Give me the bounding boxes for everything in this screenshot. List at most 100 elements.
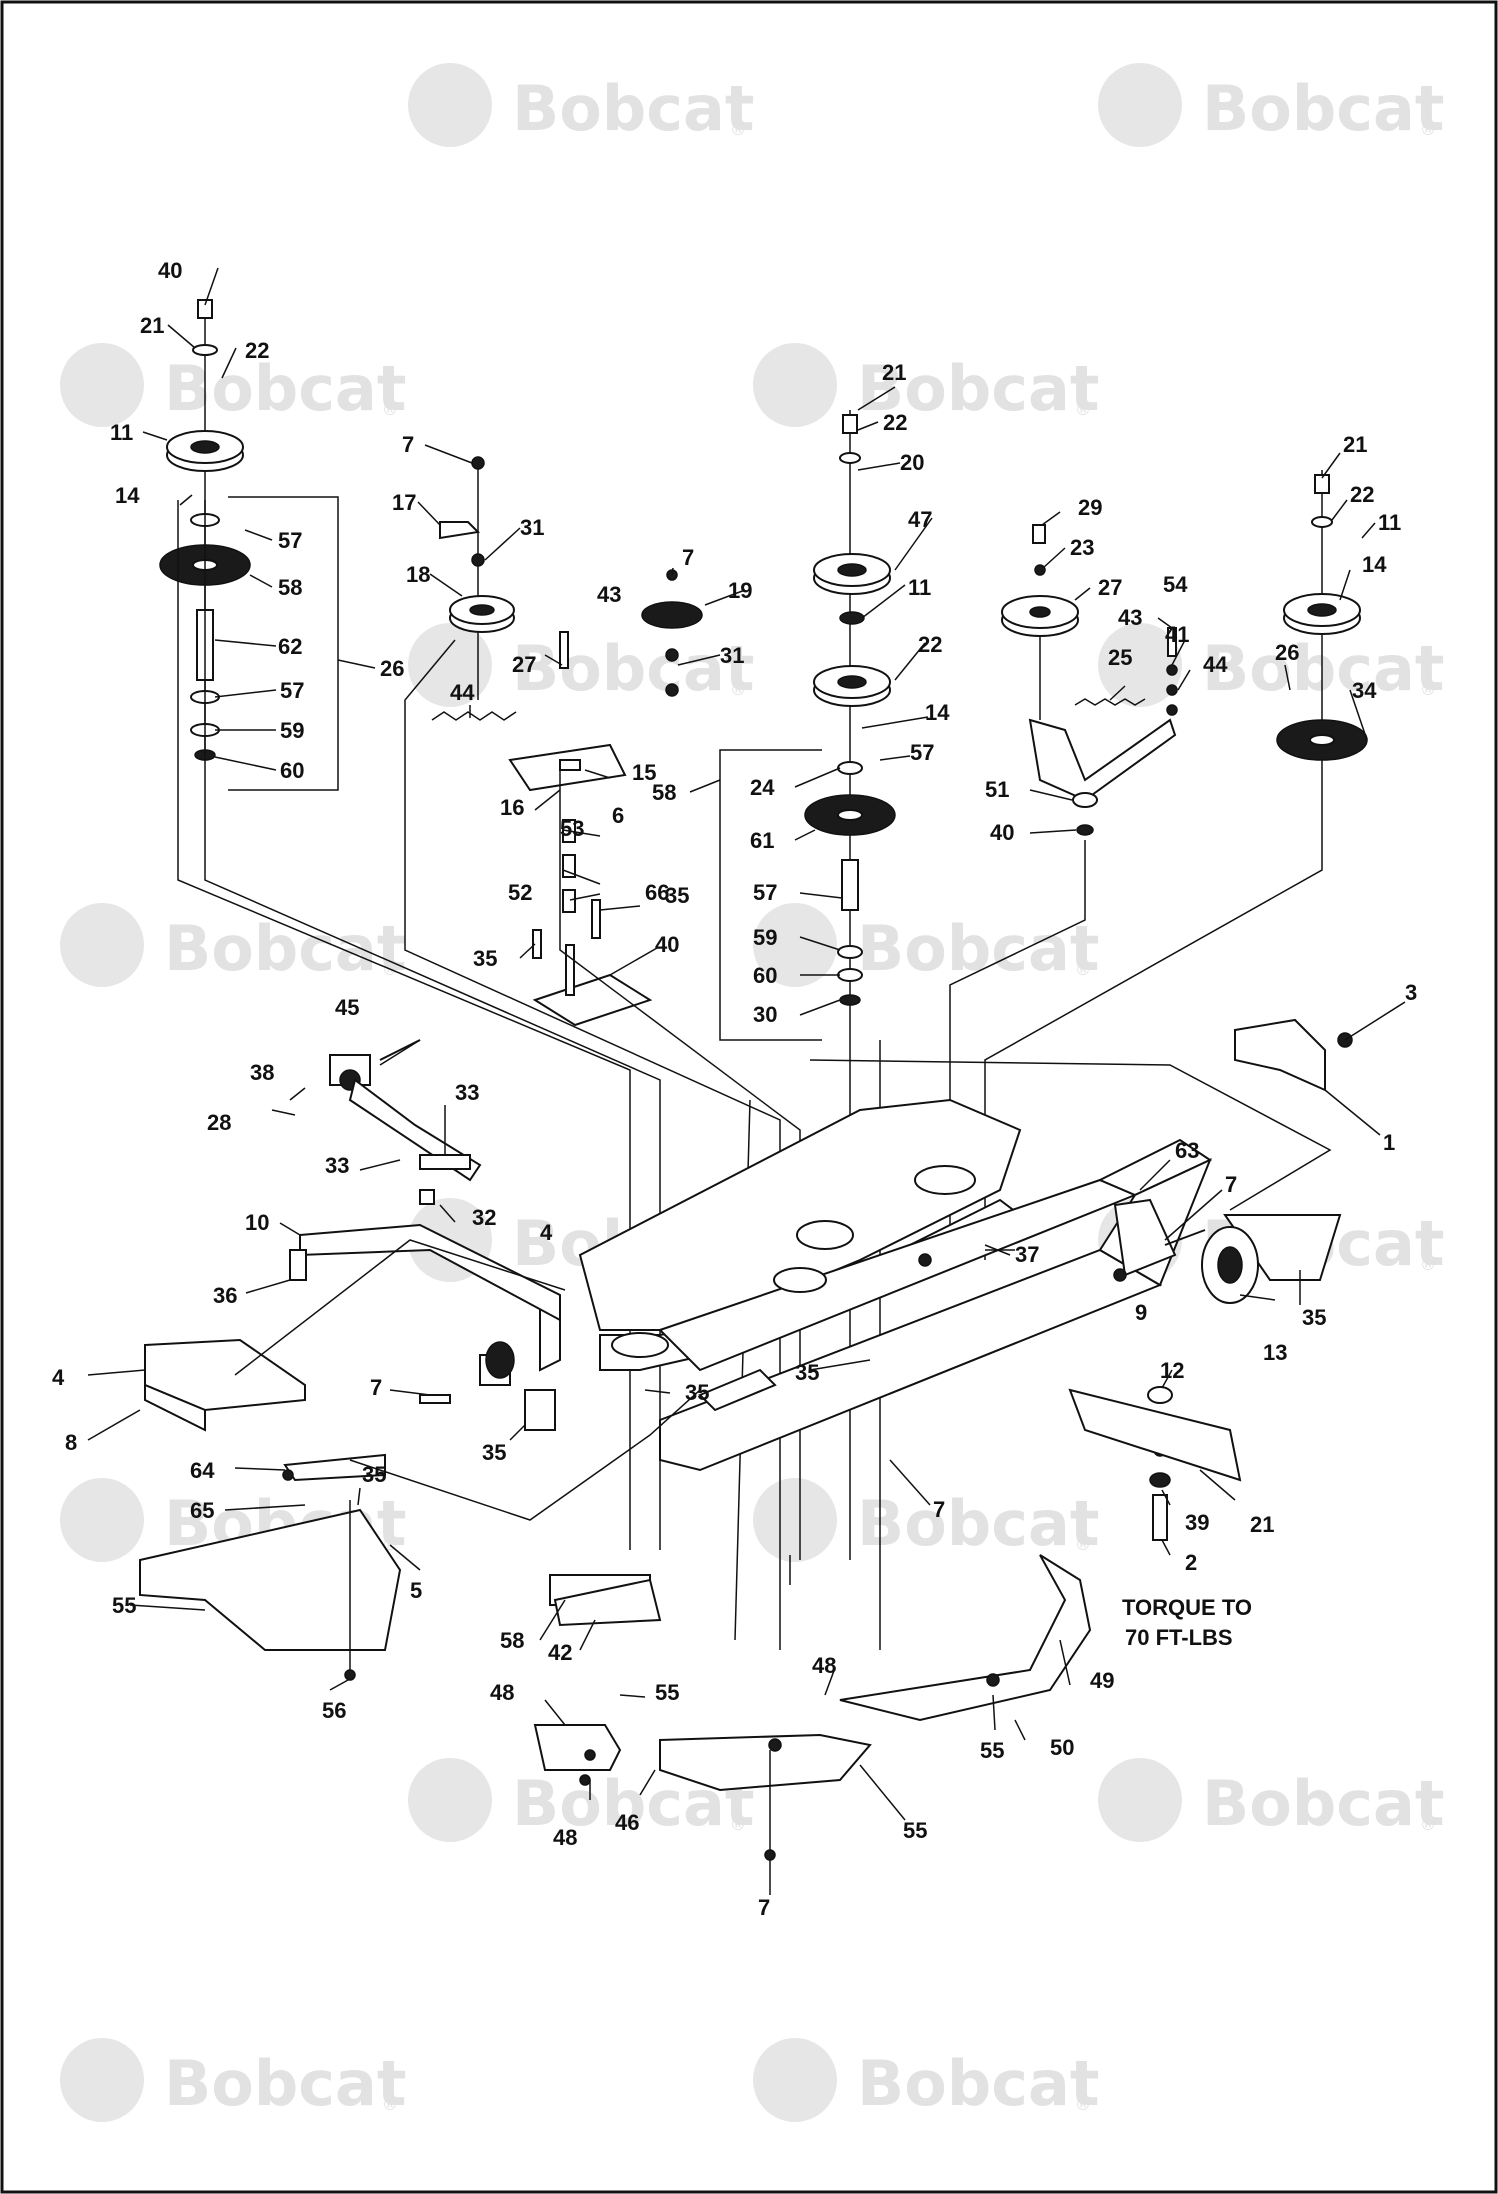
callout-label: 11 xyxy=(1378,510,1401,535)
callout-label: 48 xyxy=(812,1653,836,1678)
callout-label: 35 xyxy=(665,883,689,908)
callout-label: 7 xyxy=(933,1497,945,1522)
watermark: Bobcat® xyxy=(60,2038,406,2122)
callout-label: 63 xyxy=(1175,1138,1199,1163)
callout-label: 40 xyxy=(158,258,182,283)
callout-label: 53 xyxy=(560,816,584,841)
svg-text:®: ® xyxy=(1420,680,1436,699)
callout-label: 33 xyxy=(325,1153,349,1178)
callout-label: 22 xyxy=(1350,482,1374,507)
callout-label: 21 xyxy=(882,360,906,385)
callout-label: 35 xyxy=(1302,1305,1326,1330)
svg-text:Bobcat: Bobcat xyxy=(512,72,754,145)
callout-label: 14 xyxy=(925,700,950,725)
callout-label: 35 xyxy=(685,1380,709,1405)
callout-label: 60 xyxy=(753,963,777,988)
callout-label: 62 xyxy=(278,634,302,659)
callout-label: 20 xyxy=(900,450,924,475)
callout-label: 57 xyxy=(280,678,304,703)
svg-text:Bobcat: Bobcat xyxy=(164,352,406,425)
callout-label: 50 xyxy=(1050,1735,1074,1760)
callout-label: 34 xyxy=(1352,678,1377,703)
callout-label: 26 xyxy=(380,656,404,681)
callout-label: 6 xyxy=(612,803,624,828)
torque-note: TORQUE TO 70 FT-LBS xyxy=(1122,1595,1252,1650)
callout-label: 14 xyxy=(115,483,140,508)
callout-label: 30 xyxy=(753,1002,777,1027)
callout-label: 44 xyxy=(450,680,475,705)
right-deck-parts xyxy=(1068,1018,1353,1541)
callout-label: 55 xyxy=(655,1680,679,1705)
svg-text:Bobcat: Bobcat xyxy=(857,1487,1099,1560)
leader-lines xyxy=(87,267,1406,1895)
callout-label: 44 xyxy=(1203,652,1228,677)
callout-label: 3 xyxy=(1405,980,1417,1005)
callout-label: 37 xyxy=(1015,1242,1039,1267)
callout-label: 58 xyxy=(278,575,302,600)
watermark: Bobcat® xyxy=(60,903,406,987)
svg-text:Bobcat: Bobcat xyxy=(857,912,1099,985)
svg-text:®: ® xyxy=(1075,1535,1091,1554)
callout-label: 7 xyxy=(402,432,414,457)
baffle-parts xyxy=(533,1554,1092,1861)
callout-label: 7 xyxy=(370,1375,382,1400)
callout-label: 38 xyxy=(250,1060,274,1085)
callout-label: 39 xyxy=(1185,1510,1209,1535)
svg-text:®: ® xyxy=(1420,1815,1436,1834)
callout-label: 22 xyxy=(918,632,942,657)
svg-text:®: ® xyxy=(1075,400,1091,419)
callout-label: 52 xyxy=(508,880,532,905)
callout-label: 31 xyxy=(520,515,544,540)
callout-label: 24 xyxy=(750,775,775,800)
svg-text:Bobcat: Bobcat xyxy=(1202,72,1444,145)
callout-label: 33 xyxy=(455,1080,479,1105)
callout-label: 28 xyxy=(207,1110,231,1135)
callout-label: 42 xyxy=(548,1640,572,1665)
callout-label: 22 xyxy=(883,410,907,435)
callout-label: 7 xyxy=(758,1895,770,1920)
callout-label: 11 xyxy=(908,575,931,600)
callout-label: 59 xyxy=(753,925,777,950)
callout-label: 58 xyxy=(652,780,676,805)
callout-label: 29 xyxy=(1078,495,1102,520)
callout-label: 4 xyxy=(52,1365,65,1390)
callout-label: 27 xyxy=(512,652,536,677)
callout-label: 47 xyxy=(908,507,932,532)
svg-text:Bobcat: Bobcat xyxy=(1202,1767,1444,1840)
callout-label: 57 xyxy=(910,740,934,765)
watermark: Bobcat® xyxy=(753,2038,1099,2122)
watermark: Bobcat® xyxy=(408,1758,754,1842)
callout-label: 48 xyxy=(490,1680,514,1705)
callout-label: 60 xyxy=(280,758,304,783)
callout-label: 15 xyxy=(632,760,656,785)
svg-text:Bobcat: Bobcat xyxy=(1202,632,1444,705)
watermark: Bobcat® xyxy=(408,63,754,147)
torque-note-line-1: TORQUE TO xyxy=(1122,1595,1252,1620)
svg-text:®: ® xyxy=(1075,960,1091,979)
callout-label: 27 xyxy=(1098,575,1122,600)
callout-labels: 40 21 22 11 14 57 58 62 57 59 60 26 7 17… xyxy=(52,258,1417,1920)
watermark: Bobcat® xyxy=(1098,63,1444,147)
callout-label: 5 xyxy=(410,1578,422,1603)
callout-label: 9 xyxy=(1135,1300,1147,1325)
callout-label: 21 xyxy=(140,313,164,338)
callout-label: 56 xyxy=(322,1698,346,1723)
svg-text:®: ® xyxy=(1420,120,1436,139)
callout-label: 35 xyxy=(362,1462,386,1487)
callout-label: 17 xyxy=(392,490,416,515)
callout-label: 49 xyxy=(1090,1668,1114,1693)
callout-label: 58 xyxy=(500,1628,524,1653)
callout-label: 43 xyxy=(597,582,621,607)
callout-label: 64 xyxy=(190,1458,215,1483)
svg-text:®: ® xyxy=(382,2095,398,2114)
callout-label: 45 xyxy=(335,995,359,1020)
callout-label: 23 xyxy=(1070,535,1094,560)
center-spindle-assembly xyxy=(719,410,896,1041)
callout-label: 22 xyxy=(245,338,269,363)
watermark: Bobcat® xyxy=(753,903,1099,987)
callout-label: 57 xyxy=(278,528,302,553)
callout-label: 51 xyxy=(985,777,1009,802)
left-deck-parts xyxy=(139,1039,701,1681)
idler-arm-assembly xyxy=(949,524,1178,1260)
